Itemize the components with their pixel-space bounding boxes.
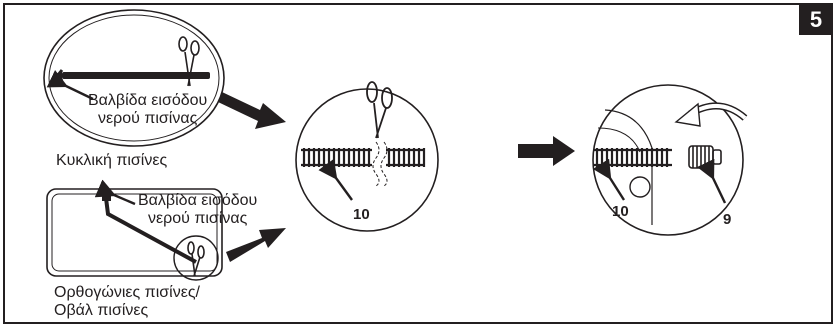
- flow-arrow-1: [218, 92, 286, 129]
- rect-pool-label: Ορθογώνιες πισίνες/ Οβάλ πισίνες: [54, 284, 200, 319]
- hose-mount-pointer: [592, 158, 626, 201]
- round-pool-inset: [43, 9, 225, 147]
- ribbed-hose-left: [301, 148, 372, 167]
- rect-inlet-pointer: [94, 179, 136, 206]
- rect-hose: [102, 194, 197, 264]
- mounted-hose: [594, 148, 672, 167]
- flow-arrow-3: [518, 136, 575, 166]
- cut-hose-circle: [295, 81, 439, 232]
- rect-scissors-icon: [187, 241, 205, 277]
- diagram-frame: [3, 3, 833, 324]
- rotate-arrow-icon: [674, 102, 748, 127]
- callout-10-mount: 10: [612, 203, 629, 220]
- mount-circle: [592, 84, 748, 236]
- cutting-scissors-icon: [366, 81, 393, 139]
- callout-9-connector: 9: [723, 211, 732, 228]
- step-number-badge: 5: [799, 5, 833, 35]
- scissors-icon: [178, 36, 200, 87]
- callout-10-cut: 10: [353, 206, 370, 223]
- pipe-stub: [629, 176, 651, 198]
- connector-nut-icon: [688, 145, 722, 169]
- round-inlet-pointer: [46, 70, 94, 101]
- ribbed-hose-right: [386, 148, 426, 167]
- round-inlet-label: Βαλβίδα εισόδου νερού πισίνας: [88, 92, 208, 127]
- connector-pointer: [697, 158, 727, 204]
- round-pool-label: Κυκλική πισίνες: [56, 152, 168, 169]
- rect-inlet-label: Βαλβίδα εισόδου νερού πισίνας: [138, 192, 258, 227]
- flow-arrow-2: [226, 228, 286, 262]
- rect-pool-inset: [46, 179, 223, 281]
- hose-cut-pointer: [318, 158, 353, 201]
- cut-mark: [372, 141, 380, 187]
- pool-wall: [604, 109, 653, 225]
